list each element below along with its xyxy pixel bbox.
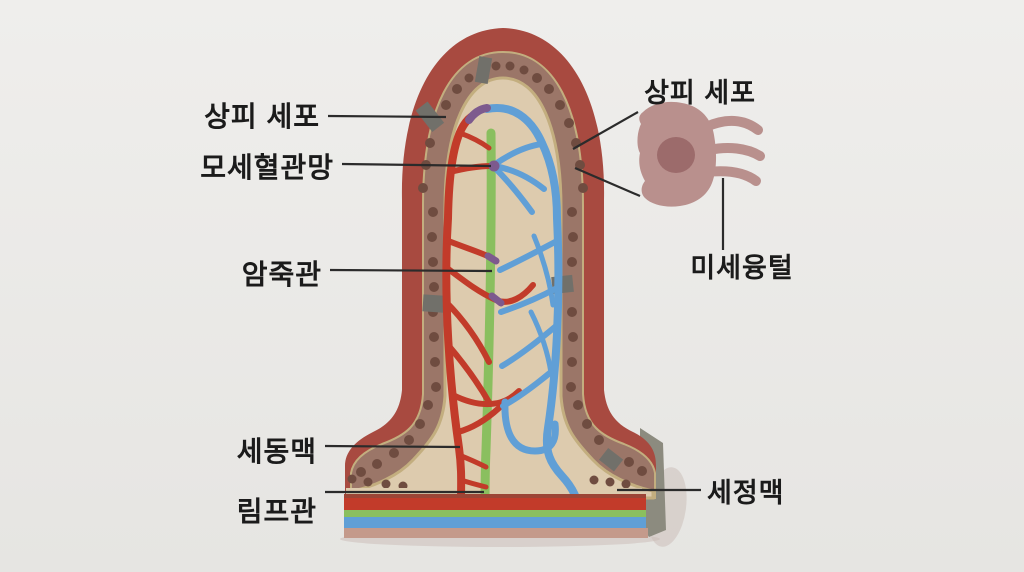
label-arteriole: 세동맥 <box>237 436 317 467</box>
label-microvilli: 미세융털 <box>690 253 793 283</box>
pointer-lines <box>324 111 725 494</box>
label-venule: 세정맥 <box>707 478 785 508</box>
base-vein-band <box>344 517 646 528</box>
base-layers <box>344 494 648 538</box>
epithelium-cell-patches <box>415 56 624 472</box>
cell-nucleus <box>657 137 695 173</box>
lacteal-line <box>329 268 493 273</box>
cell-zoom-upper-line <box>572 111 639 150</box>
base-bottom-band <box>344 528 648 538</box>
epithelial-cell-inset <box>637 101 765 207</box>
villus-interior <box>351 76 655 500</box>
capillary-junctions <box>465 104 505 307</box>
base-lymph-band <box>344 510 646 517</box>
base-artery-band <box>344 498 646 510</box>
label-lymphatic-vessel: 림프관 <box>237 496 317 527</box>
arteriole-line <box>324 444 461 449</box>
labels: 상피 세포 모세혈관망 암죽관 세동맥 림프관 상피 세포 미세융털 세정맥 <box>200 78 793 527</box>
label-epithelial-cell-right: 상피 세포 <box>644 78 756 108</box>
label-capillary-network: 모세혈관망 <box>200 152 334 183</box>
epithelium-nuclei-dots <box>347 61 647 491</box>
capillary-network-line <box>341 162 492 168</box>
base-cream-strip <box>346 488 642 497</box>
base-artery-dark-edge <box>344 494 646 499</box>
vein-network <box>483 104 584 518</box>
cell-zoom-lower-line <box>574 166 641 198</box>
label-epithelial-cell-left: 상피 세포 <box>204 101 320 132</box>
lacteal-vessel <box>480 128 496 515</box>
label-lacteal: 암죽관 <box>242 259 322 290</box>
epithelial-cell-left-line <box>327 114 447 119</box>
